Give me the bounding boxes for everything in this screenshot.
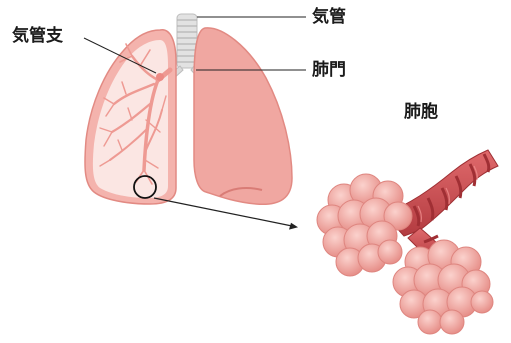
hilum-marker	[156, 73, 164, 81]
alveoli-cluster-lower	[393, 240, 493, 334]
right-lung	[194, 28, 292, 204]
alveoli-cluster-upper	[317, 174, 412, 276]
trachea-label: 気管	[312, 9, 346, 26]
hilum-label: 肺門	[312, 62, 346, 79]
bronchus-label: 気管支	[12, 28, 63, 45]
alveoli-label: 肺胞	[404, 104, 438, 121]
